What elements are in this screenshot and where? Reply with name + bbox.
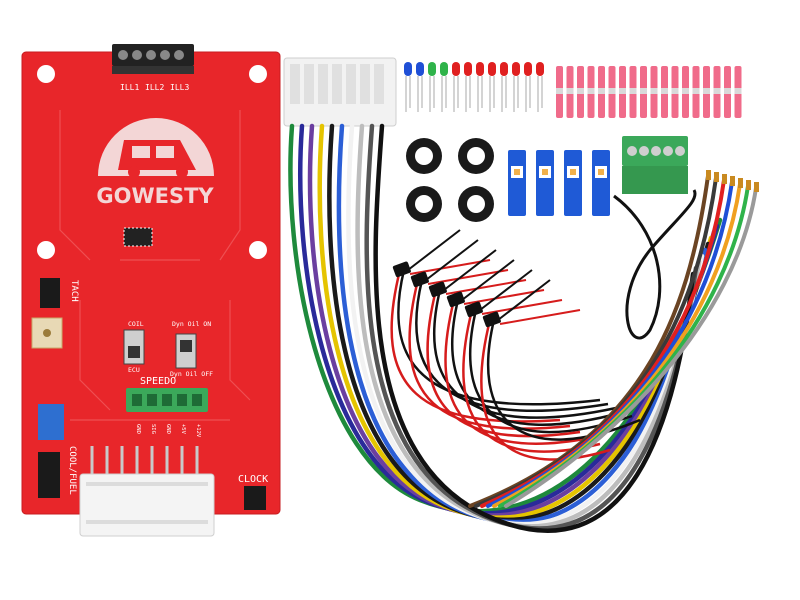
led	[428, 62, 436, 112]
led	[476, 62, 484, 112]
speedo-terminal-block	[126, 388, 208, 412]
brand-name: GOWESTY	[96, 184, 214, 208]
led	[500, 62, 508, 112]
harness-wire	[373, 123, 696, 533]
mounting-hole	[37, 241, 55, 259]
pigtail-socket	[444, 259, 625, 445]
butt-connector	[703, 66, 710, 118]
speedo-pin: +5V	[180, 424, 186, 435]
butt-connector	[556, 66, 563, 118]
butt-connector	[640, 66, 647, 118]
small-harness	[468, 170, 759, 508]
wire-tip	[746, 180, 751, 190]
led	[416, 62, 424, 112]
ill3-label: ILL3	[170, 83, 189, 92]
pigtail-socket	[408, 239, 609, 430]
butt-connector	[619, 66, 626, 118]
small-chip	[123, 227, 153, 247]
butt-connector	[713, 66, 721, 118]
coil-label: COIL	[128, 320, 144, 328]
illumination-terminal-block	[112, 44, 194, 74]
coolfuel-label: COOL/FUEL	[67, 446, 77, 495]
blue-jumper	[38, 404, 64, 440]
wiring-harness	[288, 123, 723, 533]
tach-connector	[40, 278, 60, 308]
mounting-hole	[37, 65, 55, 83]
led	[524, 62, 532, 112]
clock-header	[244, 486, 266, 510]
butt-connector	[692, 66, 700, 118]
speedo-pin: SIG	[150, 424, 156, 434]
rubber-grommets	[406, 138, 494, 222]
tach-label: TACH	[69, 280, 79, 302]
pad-hole	[43, 329, 51, 337]
butt-connector	[598, 66, 605, 118]
coolfuel-header	[38, 452, 60, 498]
green-terminal-plug	[622, 136, 688, 194]
butt-connector	[629, 66, 637, 118]
dyn-off-label: Dyn Oil OFF	[170, 370, 213, 378]
wire-tip	[714, 172, 719, 182]
butt-connector	[650, 66, 658, 118]
harness-connector	[283, 57, 397, 127]
ground-wire-loop	[613, 189, 697, 340]
speedo-pin: GND	[135, 424, 141, 434]
wire-tip	[706, 170, 711, 180]
led	[440, 62, 448, 112]
butt-connector-set	[556, 66, 742, 118]
led	[488, 62, 496, 112]
led	[512, 62, 520, 112]
butt-connector	[724, 66, 731, 118]
clock-label: CLOCK	[238, 474, 268, 485]
wire-tip	[738, 178, 743, 188]
wire-tip	[730, 176, 735, 186]
led-set	[404, 62, 544, 112]
pigtail-socket	[462, 269, 633, 453]
butt-connector	[566, 66, 574, 118]
mounting-hole	[249, 65, 267, 83]
small-harness-wire	[504, 186, 758, 508]
ill1-label: ILL1	[120, 83, 139, 92]
brand-logo	[98, 118, 214, 178]
led	[404, 62, 412, 112]
butt-connector	[734, 66, 742, 118]
butt-connector	[661, 66, 668, 118]
dyn-on-label: Dyn Oil ON	[172, 320, 211, 328]
butt-connector	[671, 66, 679, 118]
speedo-label: SPEEDO	[140, 376, 176, 387]
speedo-pin: +12V	[195, 424, 201, 438]
pigtail-sockets	[390, 229, 641, 461]
wire-tip	[754, 182, 759, 192]
wire-tip	[722, 174, 727, 184]
ill2-label: ILL2	[145, 83, 164, 92]
led	[464, 62, 472, 112]
led	[452, 62, 460, 112]
butt-connector	[587, 66, 595, 118]
butt-connector	[608, 66, 616, 118]
gauge-circuit-board: ILL1 ILL2 ILL3 GOWESTY TACH COIL ECU Dyn…	[21, 44, 281, 537]
mounting-hole	[249, 241, 267, 259]
led	[536, 62, 544, 112]
speedo-pin: GND	[165, 424, 171, 434]
ecu-label: ECU	[128, 366, 140, 374]
butt-connector	[577, 66, 584, 118]
butt-connector	[682, 66, 689, 118]
wedge-led-bulbs	[508, 150, 610, 216]
